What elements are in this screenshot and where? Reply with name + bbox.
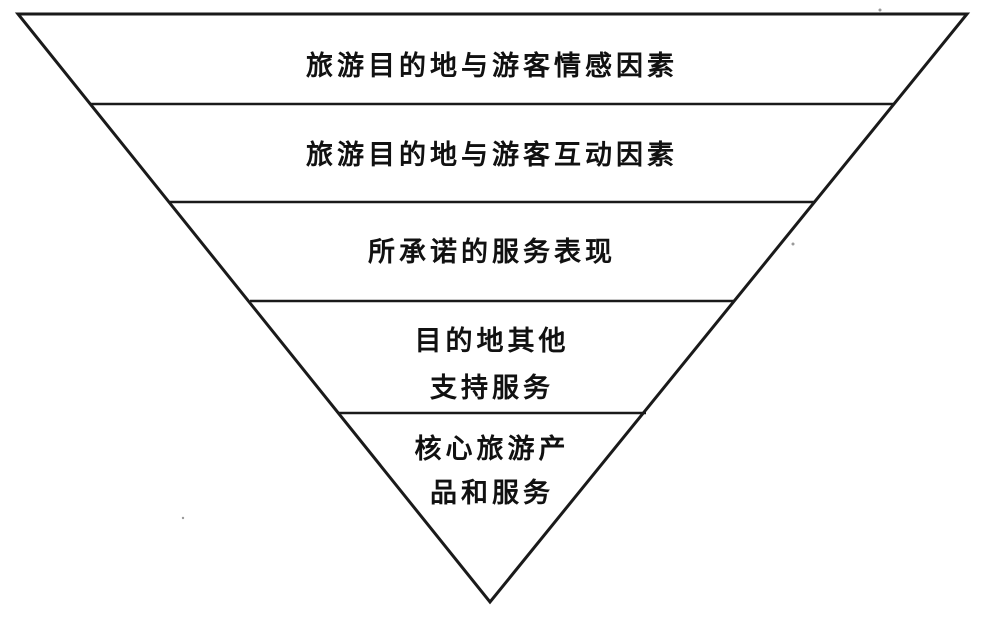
layer-5-label-line-2: 品和服务 xyxy=(430,478,554,509)
layer-4-label-line-2: 支持服务 xyxy=(430,373,554,404)
layer-3-label: 所承诺的服务表现 xyxy=(368,236,616,268)
scan-speck xyxy=(791,242,795,246)
layer-2-label: 旅游目的地与游客互动因素 xyxy=(306,139,678,171)
scan-speck xyxy=(181,516,185,520)
layer-1-label: 旅游目的地与游客情感因素 xyxy=(306,50,678,82)
scan-speck xyxy=(878,8,882,12)
pyramid-outline xyxy=(14,12,971,605)
layer-5-label-line-1: 核心旅游产 xyxy=(415,433,570,465)
layer-4-label-line-1: 目的地其他 xyxy=(415,325,570,357)
